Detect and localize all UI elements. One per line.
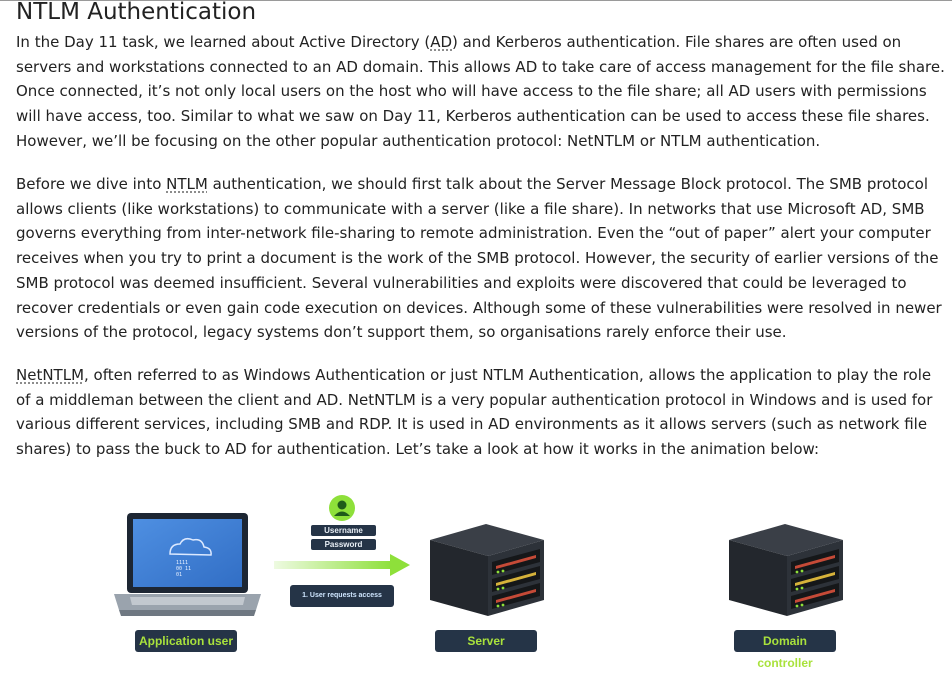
step-label: 1. User requests access bbox=[290, 585, 394, 607]
ad-term-link[interactable]: AD bbox=[430, 33, 452, 51]
svg-text:00 11: 00 11 bbox=[176, 566, 191, 572]
paragraph-1: In the Day 11 task, we learned about Act… bbox=[16, 30, 946, 154]
top-border-line bbox=[0, 0, 952, 1]
svg-text:1111: 1111 bbox=[176, 560, 188, 566]
server-label: Server bbox=[435, 630, 537, 652]
paragraph-2-text-c: authentication, we should first talk abo… bbox=[16, 175, 942, 342]
svg-text:01: 01 bbox=[176, 572, 182, 578]
laptop-icon: 1111 00 11 01 bbox=[114, 513, 261, 616]
domain-controller-server-icon bbox=[729, 524, 843, 616]
application-user-label: Application user bbox=[135, 630, 237, 652]
paragraph-3-text-b: , often referred to as Windows Authentic… bbox=[16, 366, 933, 459]
user-avatar-icon bbox=[329, 495, 355, 521]
paragraph-2: Before we dive into NTLM authentication,… bbox=[16, 172, 946, 345]
ntlm-animation-figure: 1111 00 11 01 Username Password 1. User … bbox=[0, 488, 952, 670]
server-icon bbox=[430, 524, 544, 616]
username-label: Username bbox=[311, 525, 376, 536]
paragraph-1-text-c: ) and Kerberos authentication. File shar… bbox=[16, 33, 945, 150]
ntlm-term-link[interactable]: NTLM bbox=[166, 175, 208, 193]
paragraph-2-text-a: Before we dive into bbox=[16, 175, 167, 193]
paragraph-3: NetNTLM, often referred to as Windows Au… bbox=[16, 363, 946, 462]
netntlm-term-link[interactable]: NetNTLM bbox=[16, 366, 85, 384]
page-title: NTLM Authentication bbox=[16, 0, 257, 25]
request-arrow-icon bbox=[274, 554, 410, 576]
password-label: Password bbox=[311, 539, 376, 550]
domain-controller-label: Domain controller bbox=[734, 630, 836, 670]
paragraph-1-text-a: In the Day 11 task, we learned about Act… bbox=[16, 33, 431, 51]
